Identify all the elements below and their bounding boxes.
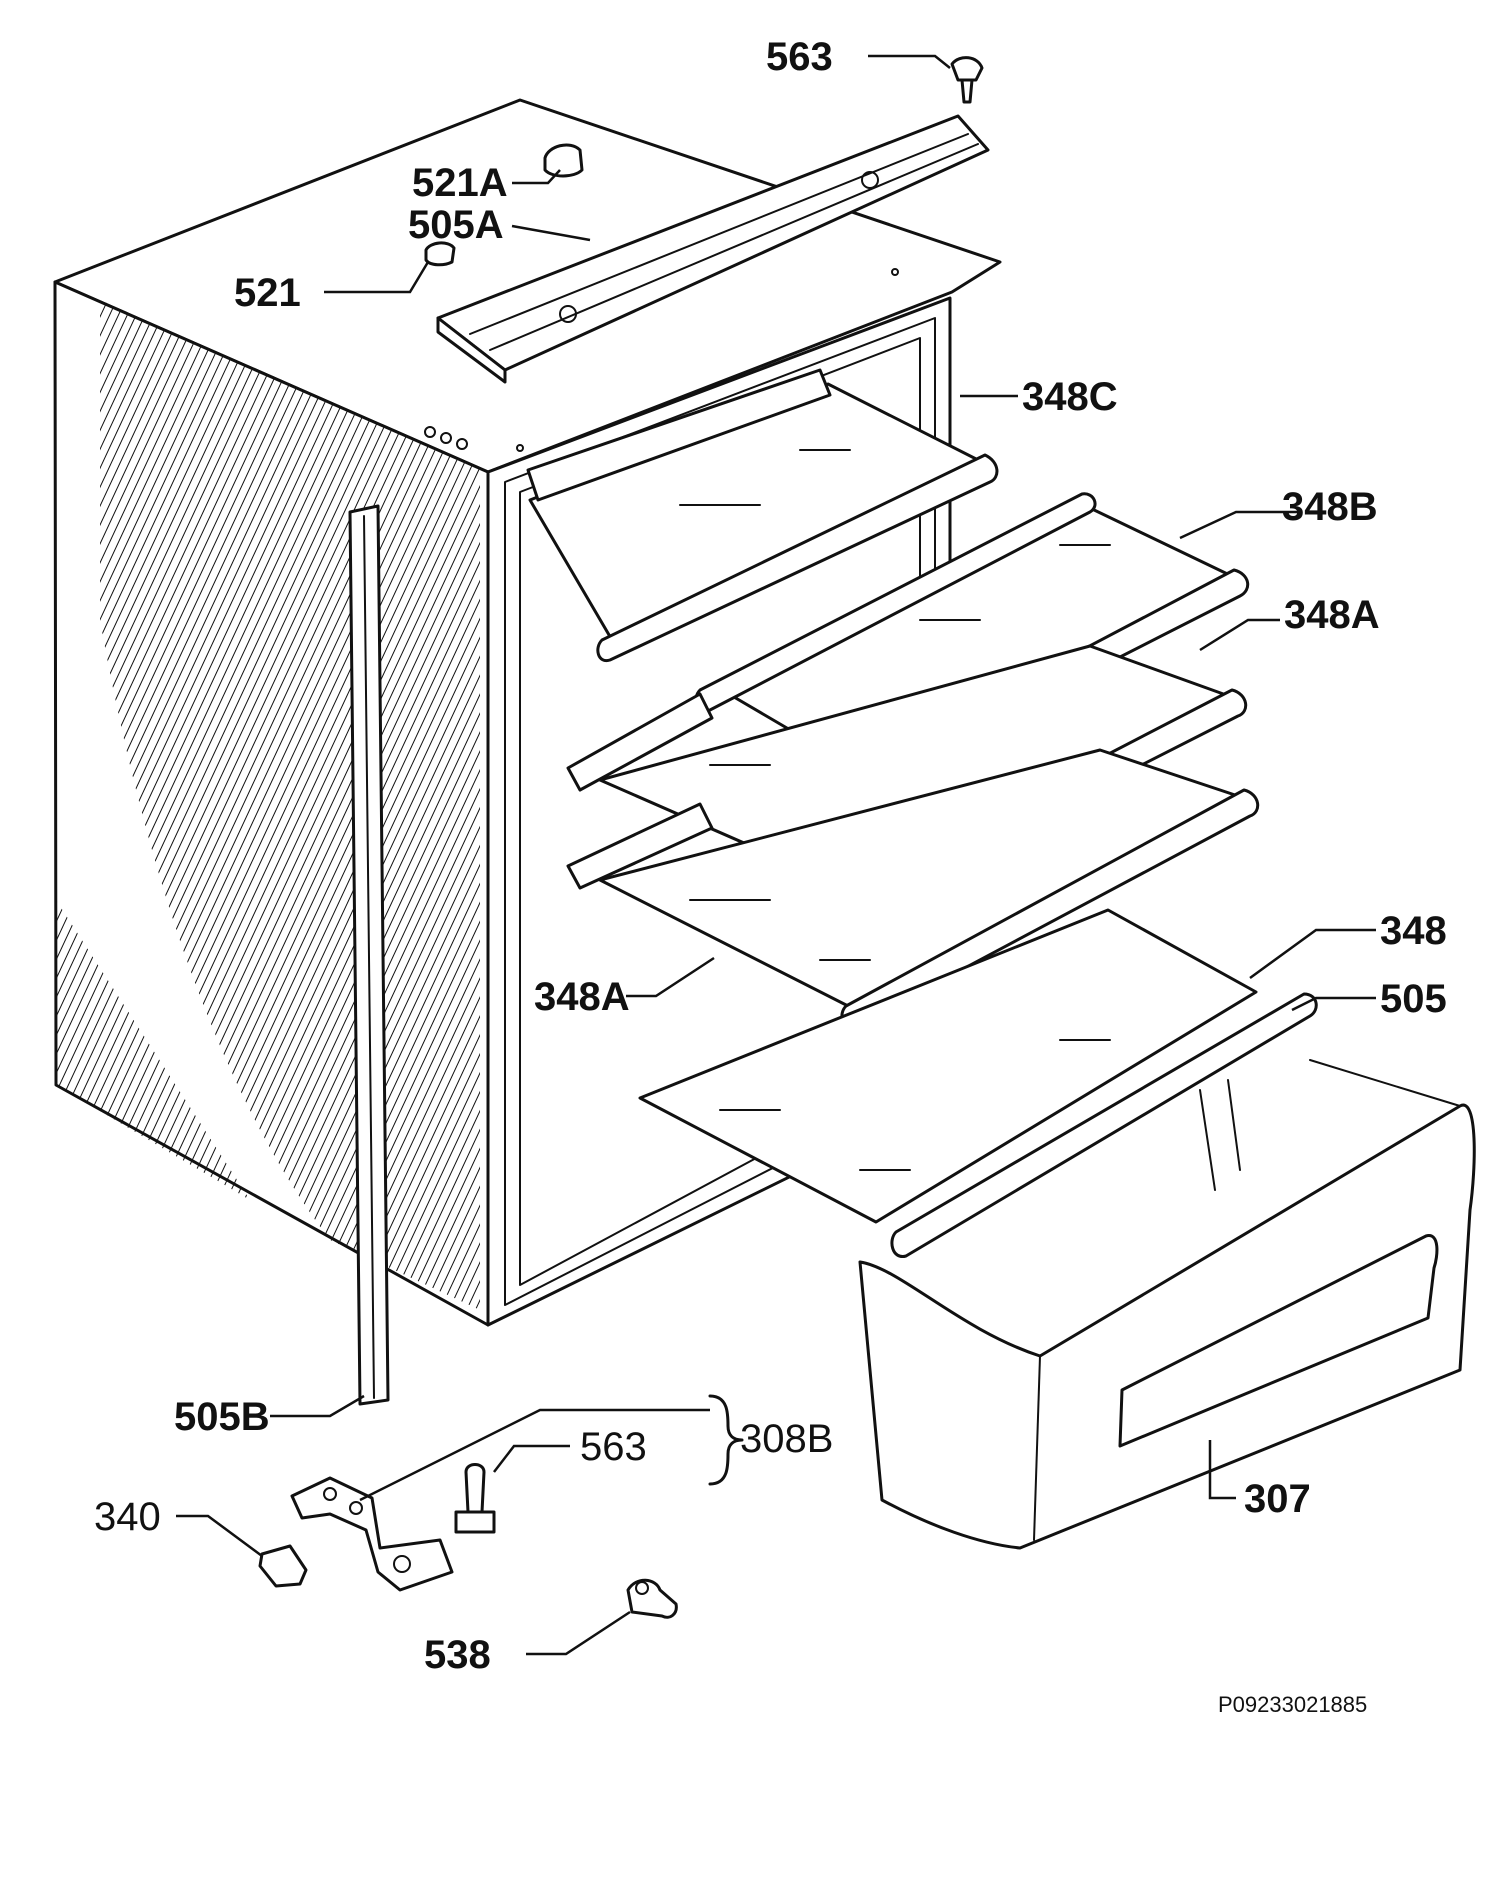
- side-shading: [100, 300, 480, 1310]
- label-340: 340: [94, 1495, 161, 1539]
- label-563-bottom: 563: [580, 1425, 647, 1469]
- shelf-348c: [526, 368, 999, 663]
- screw-563-top: [950, 56, 984, 104]
- cap-521a: [543, 143, 584, 178]
- label-348b: 348B: [1282, 485, 1378, 529]
- door-seal-strip: [348, 504, 390, 1406]
- hinge-hole: [349, 1501, 363, 1515]
- bar-hole: [861, 171, 879, 189]
- top-hinge-bar: [436, 114, 990, 384]
- shelf-trim-505: [890, 992, 1318, 1258]
- side-shading-lower: [56, 900, 250, 1200]
- part-labels: 563 521A 505A 521 348C 348B 348A 348 505…: [94, 35, 1447, 1677]
- group-brace: [708, 1394, 744, 1486]
- label-538: 538: [424, 1633, 491, 1677]
- label-348: 348: [1380, 909, 1447, 953]
- label-505: 505: [1380, 977, 1447, 1021]
- hinge-hole: [323, 1487, 337, 1501]
- label-348c: 348C: [1022, 375, 1118, 419]
- label-348a-right: 348A: [1284, 593, 1380, 637]
- hinge-308b: [290, 1476, 454, 1592]
- drawing-code: P09233021885: [1218, 1692, 1367, 1717]
- drawer-307: [858, 1059, 1476, 1550]
- label-505b: 505B: [174, 1395, 270, 1439]
- leader-lines: [176, 54, 1376, 1656]
- cap-521: [424, 241, 456, 267]
- shelf-348: [638, 908, 1258, 1224]
- top-hole: [456, 438, 468, 450]
- hinge-pin: [393, 1555, 411, 1573]
- label-348a-left: 348A: [534, 975, 630, 1019]
- screw-563-bottom: [454, 1463, 496, 1534]
- bar-hole: [559, 305, 577, 323]
- cam-hole: [635, 1581, 649, 1595]
- cam-538: [626, 1578, 678, 1619]
- top-hole: [424, 426, 436, 438]
- label-521: 521: [234, 271, 301, 315]
- label-505a: 505A: [408, 203, 504, 247]
- top-hole: [516, 444, 524, 452]
- label-563-top: 563: [766, 35, 833, 79]
- label-307: 307: [1244, 1477, 1311, 1521]
- top-hole: [891, 268, 899, 276]
- shelf-348a-lower: [566, 748, 1260, 1029]
- label-308b: 308B: [740, 1417, 833, 1461]
- label-521a: 521A: [412, 161, 508, 205]
- top-hole: [440, 432, 452, 444]
- block-340: [258, 1544, 308, 1588]
